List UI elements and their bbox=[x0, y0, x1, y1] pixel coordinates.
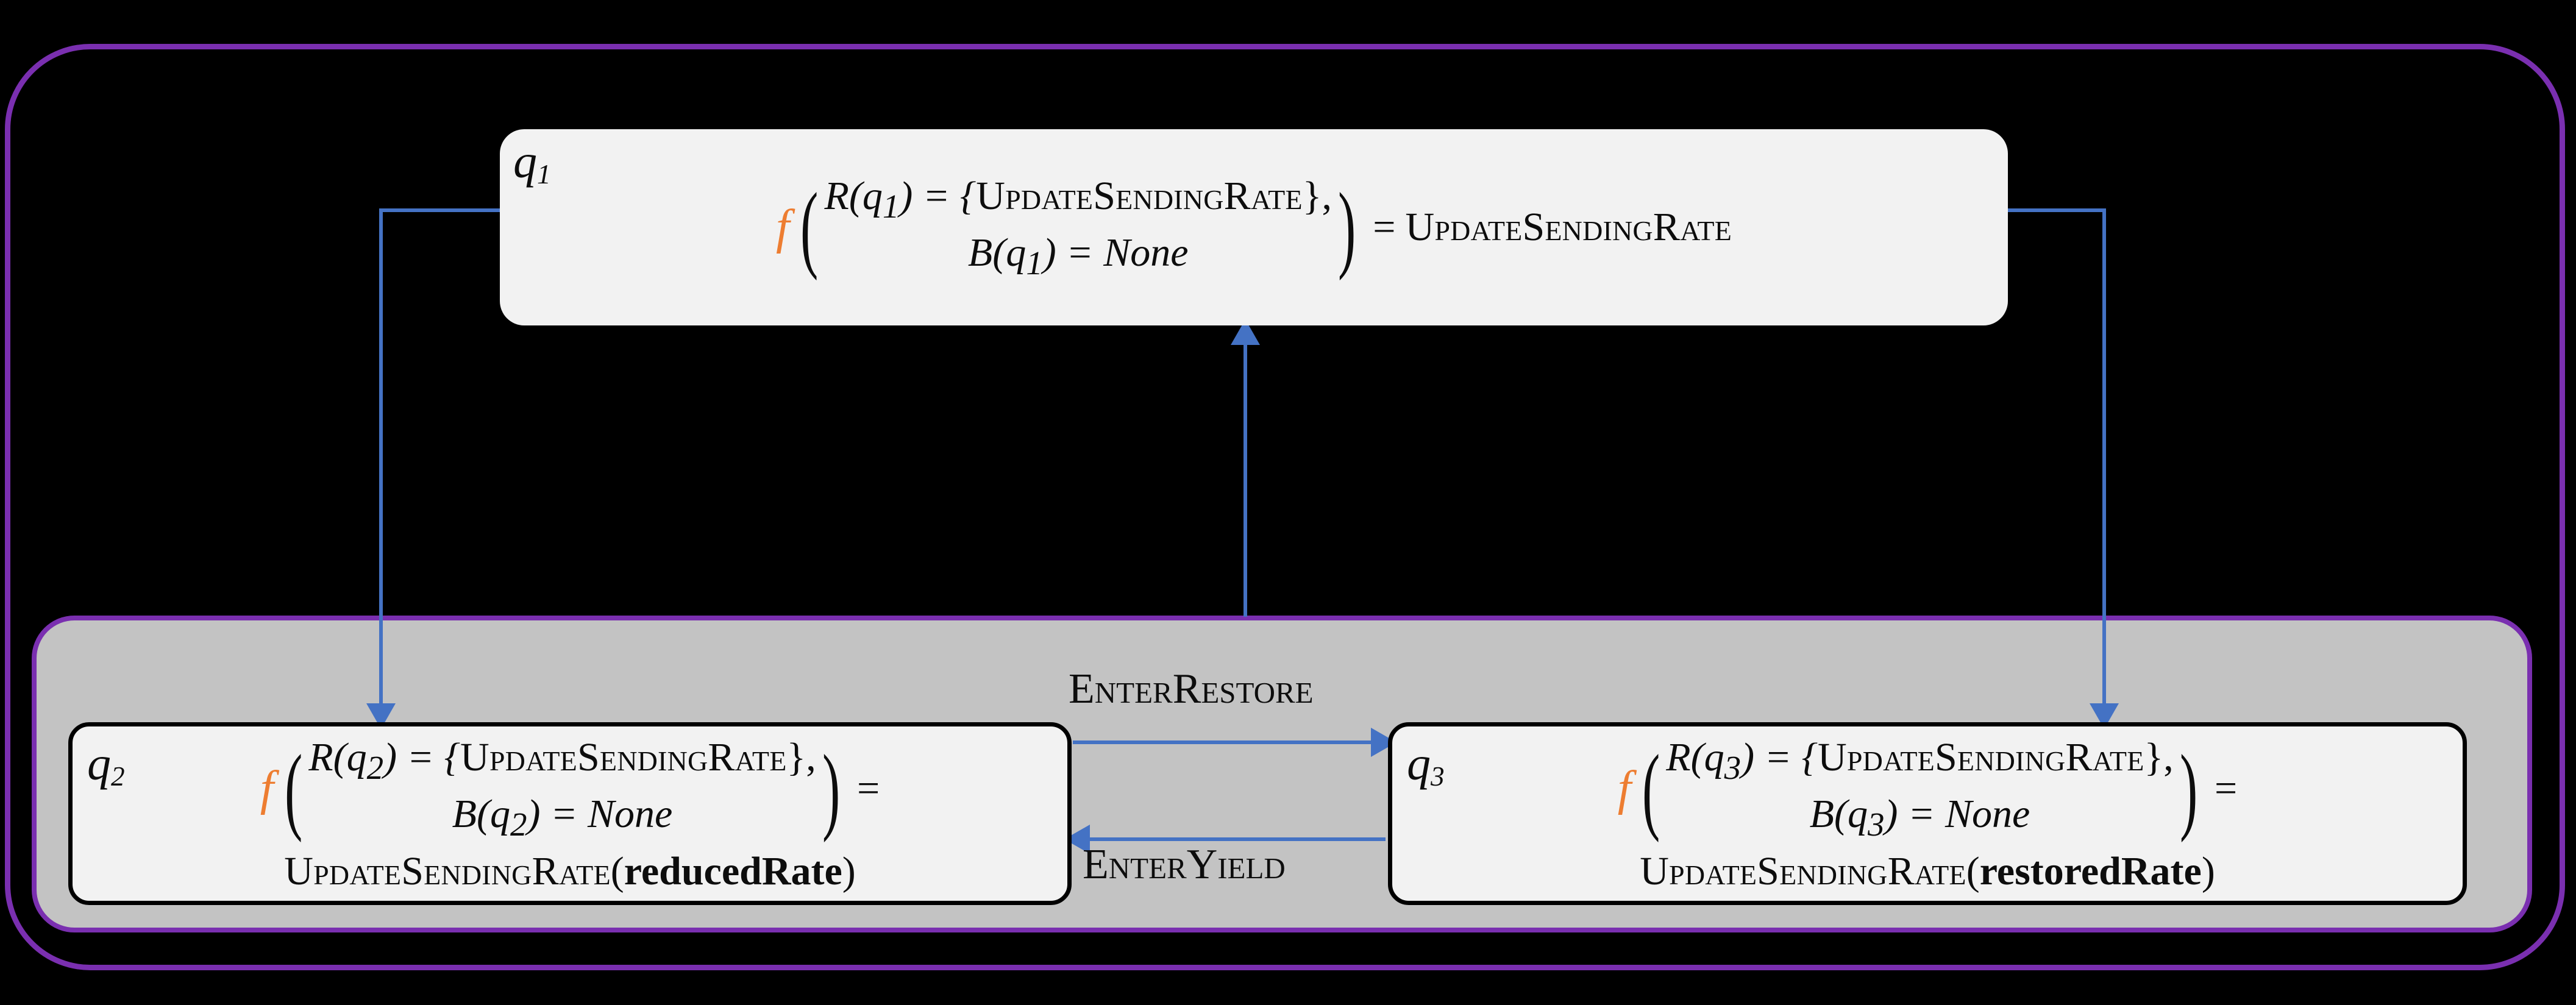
formula-rows-q1: R(q1) = {UpdateSendingRate}, B(q1) = Non… bbox=[821, 171, 1336, 285]
paren-right-icon: ) bbox=[2179, 734, 2198, 843]
equals-sign-q1: = bbox=[1373, 205, 1396, 249]
paren-left-icon: ( bbox=[800, 172, 819, 282]
paren-right-icon: ) bbox=[822, 734, 841, 843]
state-formula-q2: f ( R(q2) = {UpdateSendingRate}, B(q2) =… bbox=[73, 732, 1067, 895]
paren-left-icon: ( bbox=[284, 734, 303, 843]
formula-row-blocks: B(q1) = None bbox=[967, 230, 1189, 282]
formula-row-blocks: B(q3) = None bbox=[1809, 792, 2030, 843]
function-symbol-f: f bbox=[776, 201, 790, 254]
transition-label-enter-restore: EnterRestore bbox=[1069, 666, 1314, 712]
formula-rows-q3: R(q3) = {UpdateSendingRate}, B(q3) = Non… bbox=[1662, 732, 2177, 846]
state-result-q3: UpdateSendingRate(restoredRate) bbox=[1640, 848, 2215, 893]
transition-label-enter-yield: EnterYield bbox=[1083, 841, 1286, 888]
function-symbol-f: f bbox=[1617, 762, 1631, 816]
state-result-q2: UpdateSendingRate(reducedRate) bbox=[284, 848, 856, 893]
state-node-q1[interactable]: q1 f ( R(q1) = {UpdateSendingRate}, B(q1… bbox=[500, 129, 2008, 325]
state-node-q2[interactable]: q2 f ( R(q2) = {UpdateSendingRate}, B(q2… bbox=[68, 722, 1072, 905]
state-result-q1: UpdateSendingRate bbox=[1405, 205, 1732, 249]
state-label-q3: q3 bbox=[1407, 737, 1445, 792]
state-formula-q1: f ( R(q1) = {UpdateSendingRate}, B(q1) =… bbox=[500, 171, 2008, 285]
formula-main-row-q2: f ( R(q2) = {UpdateSendingRate}, B(q2) =… bbox=[260, 732, 880, 846]
state-label-q2: q2 bbox=[87, 737, 125, 792]
formula-row-reads: R(q1) = {UpdateSendingRate}, bbox=[824, 173, 1332, 225]
function-symbol-f: f bbox=[260, 762, 274, 816]
paren-left-icon: ( bbox=[1642, 734, 1660, 843]
state-formula-q3: f ( R(q3) = {UpdateSendingRate}, B(q3) =… bbox=[1392, 732, 2463, 895]
state-node-q3[interactable]: q3 f ( R(q3) = {UpdateSendingRate}, B(q3… bbox=[1388, 722, 2467, 905]
formula-rows-q2: R(q2) = {UpdateSendingRate}, B(q2) = Non… bbox=[305, 732, 819, 846]
equals-sign-q3: = bbox=[2215, 766, 2238, 811]
formula-row-reads: R(q3) = {UpdateSendingRate}, bbox=[1666, 734, 2174, 787]
outer-composite-state-border bbox=[5, 44, 2565, 970]
formula-row-reads: R(q2) = {UpdateSendingRate}, bbox=[308, 734, 816, 787]
state-label-q1: q1 bbox=[513, 135, 551, 190]
formula-main-row-q3: f ( R(q3) = {UpdateSendingRate}, B(q3) =… bbox=[1618, 732, 2237, 846]
equals-sign-q2: = bbox=[857, 766, 880, 811]
formula-row-blocks: B(q2) = None bbox=[452, 792, 673, 843]
paren-right-icon: ) bbox=[1337, 172, 1356, 282]
